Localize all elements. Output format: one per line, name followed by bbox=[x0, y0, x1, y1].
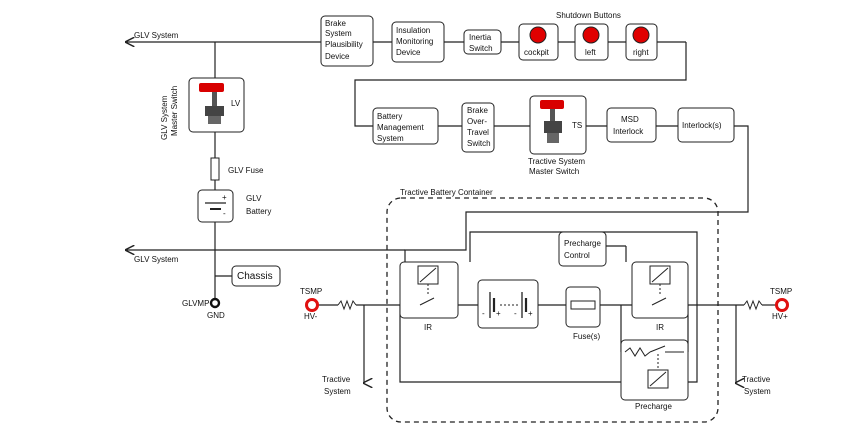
svg-text:+: + bbox=[496, 309, 501, 318]
svg-text:cockpit: cockpit bbox=[524, 48, 550, 57]
tsmp-hv-plus: TSMP HV+ bbox=[770, 287, 792, 321]
svg-text:Master Switch: Master Switch bbox=[529, 167, 579, 176]
svg-text:System: System bbox=[377, 134, 404, 143]
insulation-monitoring-device: Insulation Monitoring Device bbox=[391, 21, 445, 63]
svg-text:Device: Device bbox=[396, 48, 421, 57]
svg-text:Inertia: Inertia bbox=[469, 33, 492, 42]
fuse-icon bbox=[570, 300, 596, 310]
interlocks: Interlock(s) bbox=[677, 107, 735, 143]
svg-text:TSMP: TSMP bbox=[770, 287, 792, 296]
glv-battery: + - GLV Battery bbox=[197, 189, 271, 223]
svg-text:GLVMP: GLVMP bbox=[182, 299, 209, 308]
tractive-battery-container: Tractive Battery Container bbox=[386, 188, 719, 423]
svg-text:System: System bbox=[324, 387, 351, 396]
glv-system-label-bottom: GLV System bbox=[134, 255, 179, 264]
svg-text:GLV System: GLV System bbox=[160, 95, 169, 140]
svg-text:Tractive System: Tractive System bbox=[528, 157, 585, 166]
svg-text:Interlock: Interlock bbox=[613, 127, 644, 136]
svg-text:Tractive Battery Container: Tractive Battery Container bbox=[400, 188, 493, 197]
brake-plausibility-device: Brake System Plausibility Device bbox=[320, 15, 374, 67]
ir-relay-left: IR bbox=[399, 261, 459, 332]
ts-master-switch: TS Tractive System Master Switch bbox=[528, 95, 587, 176]
svg-text:Switch: Switch bbox=[469, 44, 493, 53]
svg-text:+: + bbox=[528, 309, 533, 318]
svg-text:TSMP: TSMP bbox=[300, 287, 322, 296]
glv-master-switch: LV GLV System Master Switch bbox=[160, 77, 245, 140]
switch-handle-icon bbox=[199, 83, 224, 92]
svg-text:System: System bbox=[325, 29, 352, 38]
precharge-relay: Precharge bbox=[620, 339, 689, 411]
red-button-icon bbox=[582, 26, 600, 44]
svg-text:HV-: HV- bbox=[304, 312, 318, 321]
tractive-fuse: Fuse(s) bbox=[565, 286, 601, 341]
svg-text:System: System bbox=[744, 387, 771, 396]
chassis-box: Chassis bbox=[231, 265, 281, 287]
svg-text:Device: Device bbox=[325, 52, 350, 61]
switch-handle-icon bbox=[540, 100, 564, 109]
svg-text:Over-: Over- bbox=[467, 117, 487, 126]
svg-text:Control: Control bbox=[564, 251, 590, 260]
svg-text:GLV Fuse: GLV Fuse bbox=[228, 166, 264, 175]
svg-text:GND: GND bbox=[207, 311, 225, 320]
svg-text:Brake: Brake bbox=[325, 19, 346, 28]
svg-text:Brake: Brake bbox=[467, 106, 488, 115]
svg-text:Battery: Battery bbox=[377, 112, 402, 121]
msd-interlock: MSD Interlock bbox=[606, 107, 657, 143]
svg-text:Fuse(s): Fuse(s) bbox=[573, 332, 600, 341]
wiring bbox=[126, 42, 776, 383]
svg-text:-: - bbox=[223, 209, 226, 218]
svg-text:MSD: MSD bbox=[621, 115, 639, 124]
svg-text:-: - bbox=[482, 309, 485, 318]
glv-system-label-top: GLV System bbox=[134, 31, 179, 40]
svg-text:left: left bbox=[585, 48, 596, 57]
svg-text:TS: TS bbox=[572, 121, 582, 130]
shutdown-button-right: right bbox=[625, 23, 658, 61]
shutdown-buttons-heading: Shutdown Buttons bbox=[556, 11, 621, 20]
shutdown-button-left: left bbox=[574, 23, 609, 61]
svg-text:Insulation: Insulation bbox=[396, 26, 430, 35]
svg-text:+: + bbox=[222, 193, 227, 202]
red-button-icon bbox=[529, 26, 547, 44]
svg-text:IR: IR bbox=[656, 323, 664, 332]
svg-text:-: - bbox=[514, 309, 517, 318]
svg-text:Tractive: Tractive bbox=[742, 375, 771, 384]
precharge-control: Precharge Control bbox=[558, 231, 607, 267]
svg-text:right: right bbox=[633, 48, 649, 57]
resistor-icon-left bbox=[337, 299, 357, 311]
battery-management-system: Battery Management System bbox=[372, 107, 439, 145]
glvmp-ground-point: GLVMP GND bbox=[182, 297, 225, 320]
tsmp-hv-minus: TSMP HV- bbox=[300, 287, 322, 321]
battery-stack: - + - + bbox=[477, 279, 539, 329]
glv-fuse: GLV Fuse bbox=[210, 157, 264, 181]
svg-text:Master Switch: Master Switch bbox=[170, 86, 179, 136]
ir-relay-right: IR bbox=[631, 261, 689, 332]
inertia-switch: Inertia Switch bbox=[463, 29, 502, 55]
svg-text:HV+: HV+ bbox=[772, 312, 788, 321]
tractive-system-label-left: Tractive System bbox=[322, 375, 351, 396]
svg-text:Travel: Travel bbox=[467, 128, 489, 137]
shutdown-button-cockpit: cockpit bbox=[518, 23, 559, 61]
svg-text:Tractive: Tractive bbox=[322, 375, 351, 384]
svg-text:Chassis: Chassis bbox=[237, 271, 273, 282]
svg-text:Precharge: Precharge bbox=[564, 239, 601, 248]
red-button-icon bbox=[632, 26, 650, 44]
tractive-system-label-right: Tractive System bbox=[742, 375, 771, 396]
svg-text:LV: LV bbox=[231, 99, 241, 108]
resistor-icon-right bbox=[743, 299, 763, 311]
svg-text:Plausibility: Plausibility bbox=[325, 40, 363, 49]
svg-text:Battery: Battery bbox=[246, 207, 271, 216]
svg-text:IR: IR bbox=[424, 323, 432, 332]
brake-overtravel-switch: Brake Over- Travel Switch bbox=[461, 102, 495, 153]
svg-text:GLV: GLV bbox=[246, 194, 262, 203]
svg-text:Monitoring: Monitoring bbox=[396, 37, 433, 46]
svg-text:Switch: Switch bbox=[467, 139, 491, 148]
svg-text:Interlock(s): Interlock(s) bbox=[682, 121, 722, 130]
svg-text:Management: Management bbox=[377, 123, 424, 132]
svg-text:Precharge: Precharge bbox=[635, 402, 672, 411]
